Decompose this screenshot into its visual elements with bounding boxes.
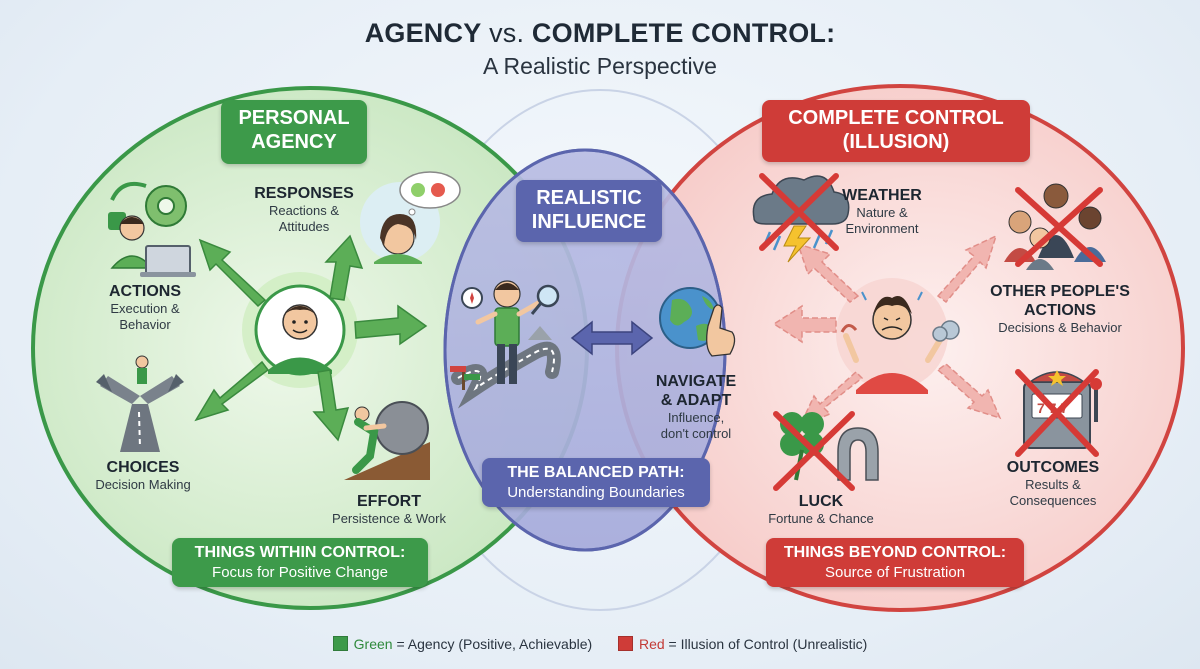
agency-footer-title: THINGS WITHIN CONTROL: [194,544,406,561]
influence-header: REALISTIC INFLUENCE [516,180,662,242]
label-other-people: OTHER PEOPLE'S ACTIONS Decisions & Behav… [982,282,1138,336]
page-title: AGENCY vs. COMPLETE CONTROL: A Realistic… [0,18,1200,80]
agency-person-icon [242,272,358,388]
choices-title: CHOICES [106,459,180,476]
people-group-icon [1004,183,1106,270]
illusion-header: COMPLETE CONTROL (ILLUSION) [762,100,1030,162]
gear-laptop-icon [108,181,196,277]
agency-header-line1: PERSONAL [238,107,350,129]
influence-footer-title: THE BALANCED PATH: [507,464,685,481]
label-luck: LUCK Fortune & Chance [756,492,886,527]
effort-title: EFFORT [357,493,421,510]
title-agency: AGENCY [364,18,482,48]
illusion-arrows [772,234,1002,428]
page-subtitle: A Realistic Perspective [483,53,717,79]
illusion-header-line1: COMPLETE CONTROL [788,107,1004,129]
legend-red-swatch [617,636,633,651]
agency-header-line2: AGENCY [251,131,337,153]
luck-title: LUCK [798,493,844,510]
navigate-title-line2: & ADAPT [660,392,732,410]
actions-desc1: Execution & [110,301,180,317]
label-navigate: NAVIGATE & ADAPT Influence, don't contro… [640,372,752,442]
illusion-footer-title: THINGS BEYOND CONTROL: [783,544,1007,561]
other-people-desc1: Decisions & Behavior [998,320,1122,336]
choices-desc1: Decision Making [95,477,191,493]
effort-desc1: Persistence & Work [332,511,446,527]
navigator-person-icon [450,280,561,409]
agency-arrows [194,234,428,442]
navigate-title-line1: NAVIGATE [655,373,737,390]
storm-cloud-icon [752,173,850,263]
other-people-title-line2: ACTIONS [1024,302,1096,320]
label-actions: ACTIONS Execution & Behavior [90,282,200,332]
label-responses: RESPONSES Reactions & Attitudes [244,184,364,234]
label-effort: EFFORT Persistence & Work [318,492,460,527]
influence-footer: THE BALANCED PATH: Understanding Boundar… [482,458,710,507]
responses-desc2: Attitudes [278,218,330,234]
title-complete-control: COMPLETE CONTROL: [531,18,836,48]
actions-desc2: Behavior [119,316,171,332]
influence-footer-desc: Understanding Boundaries [507,484,685,501]
double-arrow-icon [570,320,654,356]
legend-green-swatch [332,636,348,651]
navigate-desc2: don't control [660,425,732,441]
responses-desc1: Reactions & [268,203,340,219]
legend: Green = Agency (Positive, Achievable) Re… [0,636,1200,652]
weather-desc2: Environment [845,220,919,236]
globe-hand-icon [659,287,736,357]
agency-header: PERSONAL AGENCY [221,100,367,164]
influence-header-line1: REALISTIC [536,187,642,209]
illusion-footer-desc: Source of Frustration [824,564,966,581]
outcomes-desc2: Consequences [1009,492,1097,508]
influence-header-line2: INFLUENCE [531,211,647,233]
title-main: AGENCY vs. COMPLETE CONTROL: [0,18,1200,49]
boulder-push-icon [344,401,430,480]
luck-desc1: Fortune & Chance [768,511,874,527]
actions-title: ACTIONS [109,283,181,300]
navigate-desc1: Influence, [667,410,725,426]
illusion-header-line2: (ILLUSION) [842,131,950,153]
title-vs: vs. [481,18,532,48]
thought-bubble-icon [360,171,461,264]
legend-red-word: Red [638,636,665,652]
agency-footer-desc: Focus for Positive Change [212,564,388,581]
label-weather: WEATHER Nature & Environment [832,186,932,236]
responses-title: RESPONSES [254,185,354,202]
label-choices: CHOICES Decision Making [80,458,206,493]
frustrated-person-icon [836,278,960,394]
outcomes-title: OUTCOMES [1006,459,1100,476]
legend-green-text: = Agency (Positive, Achievable) [392,636,593,652]
weather-desc1: Nature & [856,205,908,221]
legend-green-word: Green [353,636,393,652]
legend-red-text: = Illusion of Control (Unrealistic) [664,636,868,652]
weather-title: WEATHER [842,187,922,204]
illusion-footer: THINGS BEYOND CONTROL: Source of Frustra… [766,538,1024,587]
clover-horseshoe-icon [773,411,879,491]
label-outcomes: OUTCOMES Results & Consequences [996,458,1110,508]
slot-machine-icon: 7 7 7 [1015,369,1102,457]
outcomes-desc1: Results & [1025,477,1081,493]
other-people-title-line1: OTHER PEOPLE'S [990,283,1130,300]
agency-footer: THINGS WITHIN CONTROL: Focus for Positiv… [172,538,428,587]
crossroads-icon [96,355,184,452]
